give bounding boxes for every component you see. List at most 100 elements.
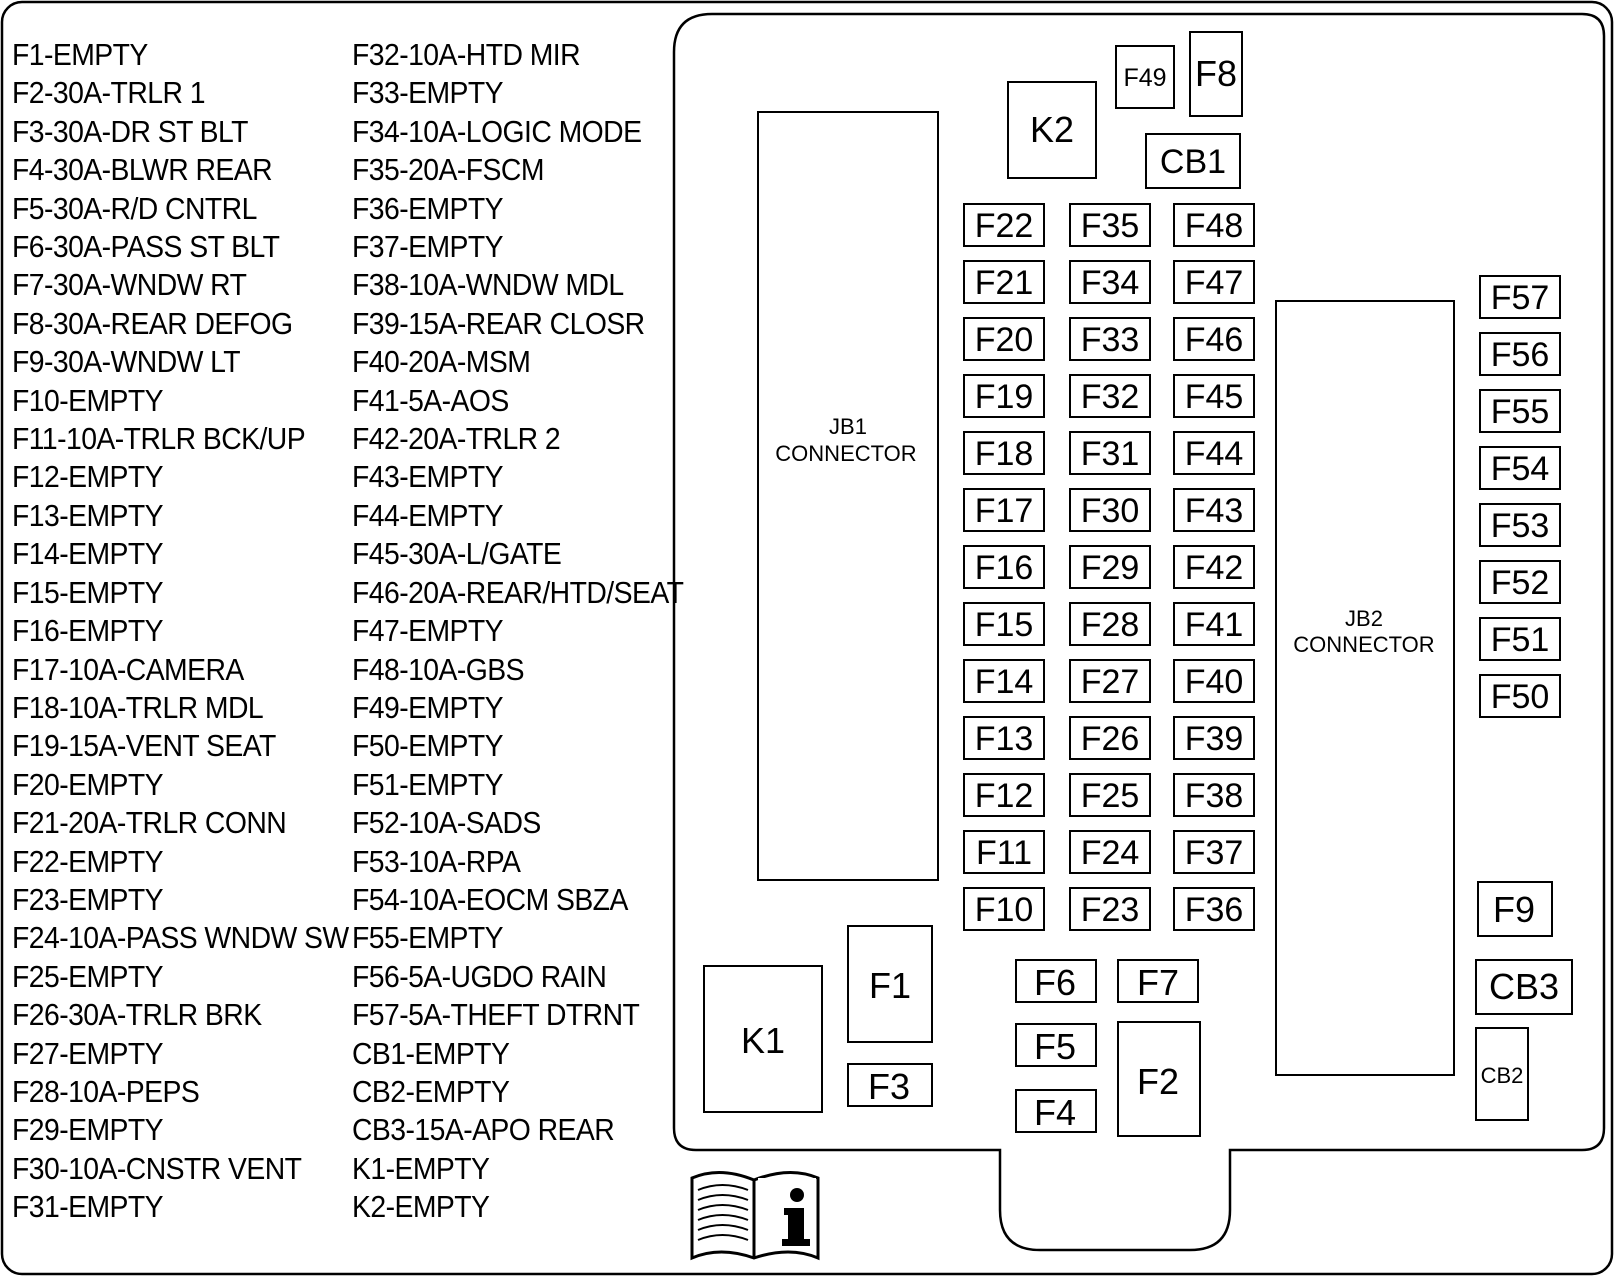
legend-item: F8-30A-REAR DEFOG (12, 306, 293, 341)
fuse-label: F14 (975, 663, 1034, 701)
legend-item: F54-10A-EOCM SBZA (352, 882, 628, 917)
k2-relay (1007, 81, 1097, 179)
fuse-slot (1069, 260, 1151, 304)
cb2-box (1475, 1027, 1529, 1121)
fuse-label: F28 (1081, 606, 1140, 644)
jb2-label-line1: JB2 (1345, 606, 1383, 631)
fuse-label: F10 (975, 891, 1034, 929)
fuse-slot (1479, 674, 1561, 718)
legend-item: F51-EMPTY (352, 767, 504, 802)
legend-item: F3-30A-DR ST BLT (12, 114, 248, 149)
fuse-label: F46 (1185, 321, 1244, 359)
legend-item: F25-EMPTY (12, 959, 164, 994)
fuse-label: F43 (1185, 492, 1244, 530)
f7-label: F7 (1137, 962, 1179, 1003)
legend-item: F9-30A-WNDW LT (12, 345, 241, 380)
legend-item: F16-EMPTY (12, 614, 164, 649)
fuse-label: F15 (975, 606, 1034, 644)
fuse-slot (963, 659, 1045, 703)
fuse-label: F42 (1185, 549, 1244, 587)
k1-relay (703, 965, 823, 1113)
fuse-label: F21 (975, 264, 1034, 302)
fuse-label: F12 (975, 777, 1034, 815)
fuse-label: F13 (975, 720, 1034, 758)
fuse-slot (963, 260, 1045, 304)
fuse-label: F34 (1081, 264, 1140, 302)
jb1-label-line1: JB1 (829, 414, 867, 439)
legend-item: F33-EMPTY (352, 76, 504, 111)
fuse-label: F35 (1081, 207, 1140, 245)
legend-item: F30-10A-CNSTR VENT (12, 1151, 302, 1186)
fuse-label: F54 (1491, 450, 1550, 488)
legend-item: F57-5A-THEFT DTRNT (352, 998, 640, 1033)
f8-box (1189, 31, 1243, 117)
fuse-slot (1173, 716, 1255, 760)
fuse-label: F44 (1185, 435, 1244, 473)
f1-box (847, 925, 933, 1043)
legend-item: F29-EMPTY (12, 1113, 164, 1148)
fuse-label: F53 (1491, 507, 1550, 545)
f49-box (1115, 45, 1175, 109)
legend-item: F27-EMPTY (12, 1036, 164, 1071)
legend-item: F17-10A-CAMERA (12, 652, 244, 687)
fuse-slot (1069, 431, 1151, 475)
legend-item: F50-EMPTY (352, 729, 504, 764)
fuse-label: F23 (1081, 891, 1140, 929)
f9-label: F9 (1493, 889, 1535, 930)
legend-item: F28-10A-PEPS (12, 1074, 200, 1109)
fuse-label: F27 (1081, 663, 1140, 701)
legend-item: F26-30A-TRLR BRK (12, 998, 262, 1033)
fuse-slot (1173, 488, 1255, 532)
jb2-label-line2: CONNECTOR (1293, 632, 1434, 657)
fuse-slot (1173, 545, 1255, 589)
fuse-label: F50 (1491, 678, 1550, 716)
legend-item: F41-5A-AOS (352, 383, 509, 418)
fuse-slot (963, 887, 1045, 931)
f6-label: F6 (1034, 962, 1076, 1003)
fuse-slot (1173, 431, 1255, 475)
legend-item: K1-EMPTY (352, 1151, 490, 1186)
fuse-slot (1173, 374, 1255, 418)
fuse-label: F32 (1081, 378, 1140, 416)
legend-item: F7-30A-WNDW RT (12, 268, 247, 303)
legend-item: F45-30A-L/GATE (352, 537, 562, 572)
fuse-slot (1173, 830, 1255, 874)
fuse-slot (963, 545, 1045, 589)
f8-label: F8 (1195, 53, 1237, 94)
fuse-slot (1173, 773, 1255, 817)
legend-item: F47-EMPTY (352, 614, 504, 649)
legend-item: F48-10A-GBS (352, 652, 525, 687)
fuse-slot (1479, 332, 1561, 376)
legend-item: F55-EMPTY (352, 921, 504, 956)
legend-item: F1-EMPTY (12, 38, 148, 72)
legend-item: F23-EMPTY (12, 882, 164, 917)
fuse-label: F45 (1185, 378, 1244, 416)
legend-item: F5-30A-R/D CNTRL (12, 191, 257, 226)
f2-box (1117, 1021, 1201, 1137)
legend-item: F31-EMPTY (12, 1190, 164, 1225)
fuse-slot (963, 203, 1045, 247)
fuse-slot (963, 602, 1045, 646)
f6-box (1015, 959, 1097, 1003)
fuse-label: F11 (976, 834, 1032, 872)
fuse-grid: F22F21F20F19F18F17F16F15F14F13F12F11F10F… (963, 203, 1561, 931)
f2-label: F2 (1137, 1061, 1179, 1102)
fuse-slot (1173, 602, 1255, 646)
legend-item: F37-EMPTY (352, 230, 504, 265)
fuse-label: F36 (1185, 891, 1244, 929)
fuse-slot (963, 716, 1045, 760)
fuse-label: F22 (975, 207, 1034, 245)
legend-item: F36-EMPTY (352, 191, 504, 226)
fuse-slot (1173, 260, 1255, 304)
fuse-block-outline (672, 12, 1606, 1252)
cb1-label: CB1 (1160, 143, 1226, 181)
cb1-box (1145, 133, 1241, 189)
legend-item: F35-20A-FSCM (352, 153, 544, 188)
fuse-slot (963, 830, 1045, 874)
fuse-slot (1069, 716, 1151, 760)
legend-item: K2-EMPTY (352, 1190, 490, 1225)
fuse-label: F38 (1185, 777, 1244, 815)
legend-item: F32-10A-HTD MIR (352, 38, 581, 72)
